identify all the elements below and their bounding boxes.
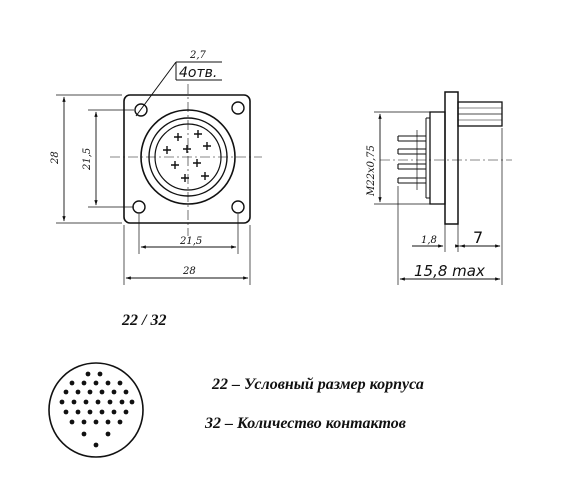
contact-dot (111, 409, 117, 415)
contact-dot (97, 371, 103, 377)
contact-markers (163, 130, 211, 182)
contact-dot (111, 389, 117, 395)
legend-line-size: 22 – Условный размер корпуса (212, 376, 424, 393)
contact-dot (81, 431, 87, 437)
contact-dot (123, 409, 129, 415)
contact-dot (71, 399, 77, 405)
body-outer-ring (140, 109, 236, 205)
contact-dot (75, 389, 81, 395)
contact-dot (117, 380, 123, 386)
contact-dot (69, 419, 75, 425)
contact-dot (93, 380, 99, 386)
contact-dot (105, 431, 111, 437)
overall-width-label: 28 (182, 266, 196, 277)
flange-offset-label: 1,8 (421, 235, 437, 246)
overall-height-label: 28 (50, 151, 61, 165)
contact-dot (63, 389, 69, 395)
hole-pitch-vertical-label: 21,5 (82, 148, 93, 171)
side-thread (429, 111, 446, 205)
contact-dot (75, 409, 81, 415)
contact-dot (99, 389, 105, 395)
contact-dot (85, 371, 91, 377)
contact-dot (105, 380, 111, 386)
max-length-label: 15,8 max (414, 262, 485, 280)
side-view (374, 91, 512, 285)
contact-dot (93, 442, 99, 448)
body-inner-ring (148, 117, 228, 197)
contact-dot (81, 380, 87, 386)
thread-label: M22x0,75 (366, 145, 377, 197)
contact-dot (129, 399, 135, 405)
mounting-hole-top-right (231, 101, 245, 115)
flange-outline (123, 94, 251, 224)
contact-dot (87, 409, 93, 415)
contact-dot (95, 399, 101, 405)
hole-diameter-label: 2,7 (189, 50, 207, 61)
contact-dots (59, 371, 135, 448)
contact-dot (119, 399, 125, 405)
mounting-hole-bottom-right (231, 200, 245, 214)
contact-dot (107, 399, 113, 405)
front-view (56, 61, 262, 285)
legend-line-contacts: 32 – Количество контактов (205, 415, 406, 432)
body-length-label: 7 (473, 228, 483, 247)
contact-dot (117, 419, 123, 425)
mounting-hole-bottom-left (132, 200, 146, 214)
contact-dot (81, 419, 87, 425)
hole-pitch-horizontal-label: 21,5 (179, 236, 202, 247)
hole-count-label: 4отв. (179, 65, 217, 81)
mounting-hole-top-left (134, 103, 148, 117)
contact-dot (93, 419, 99, 425)
contact-insert-view (48, 362, 144, 458)
contact-dot (105, 419, 111, 425)
contact-dot (123, 389, 129, 395)
side-flange (444, 91, 459, 225)
insert-outline (48, 362, 144, 458)
contact-dot (99, 409, 105, 415)
contact-dot (83, 399, 89, 405)
insert-ring (154, 123, 222, 191)
contact-dot (87, 389, 93, 395)
hole-leader (135, 61, 177, 117)
contact-dot (69, 380, 75, 386)
contact-dot (59, 399, 65, 405)
contact-dot (63, 409, 69, 415)
designation-code: 22 / 32 (122, 312, 167, 329)
